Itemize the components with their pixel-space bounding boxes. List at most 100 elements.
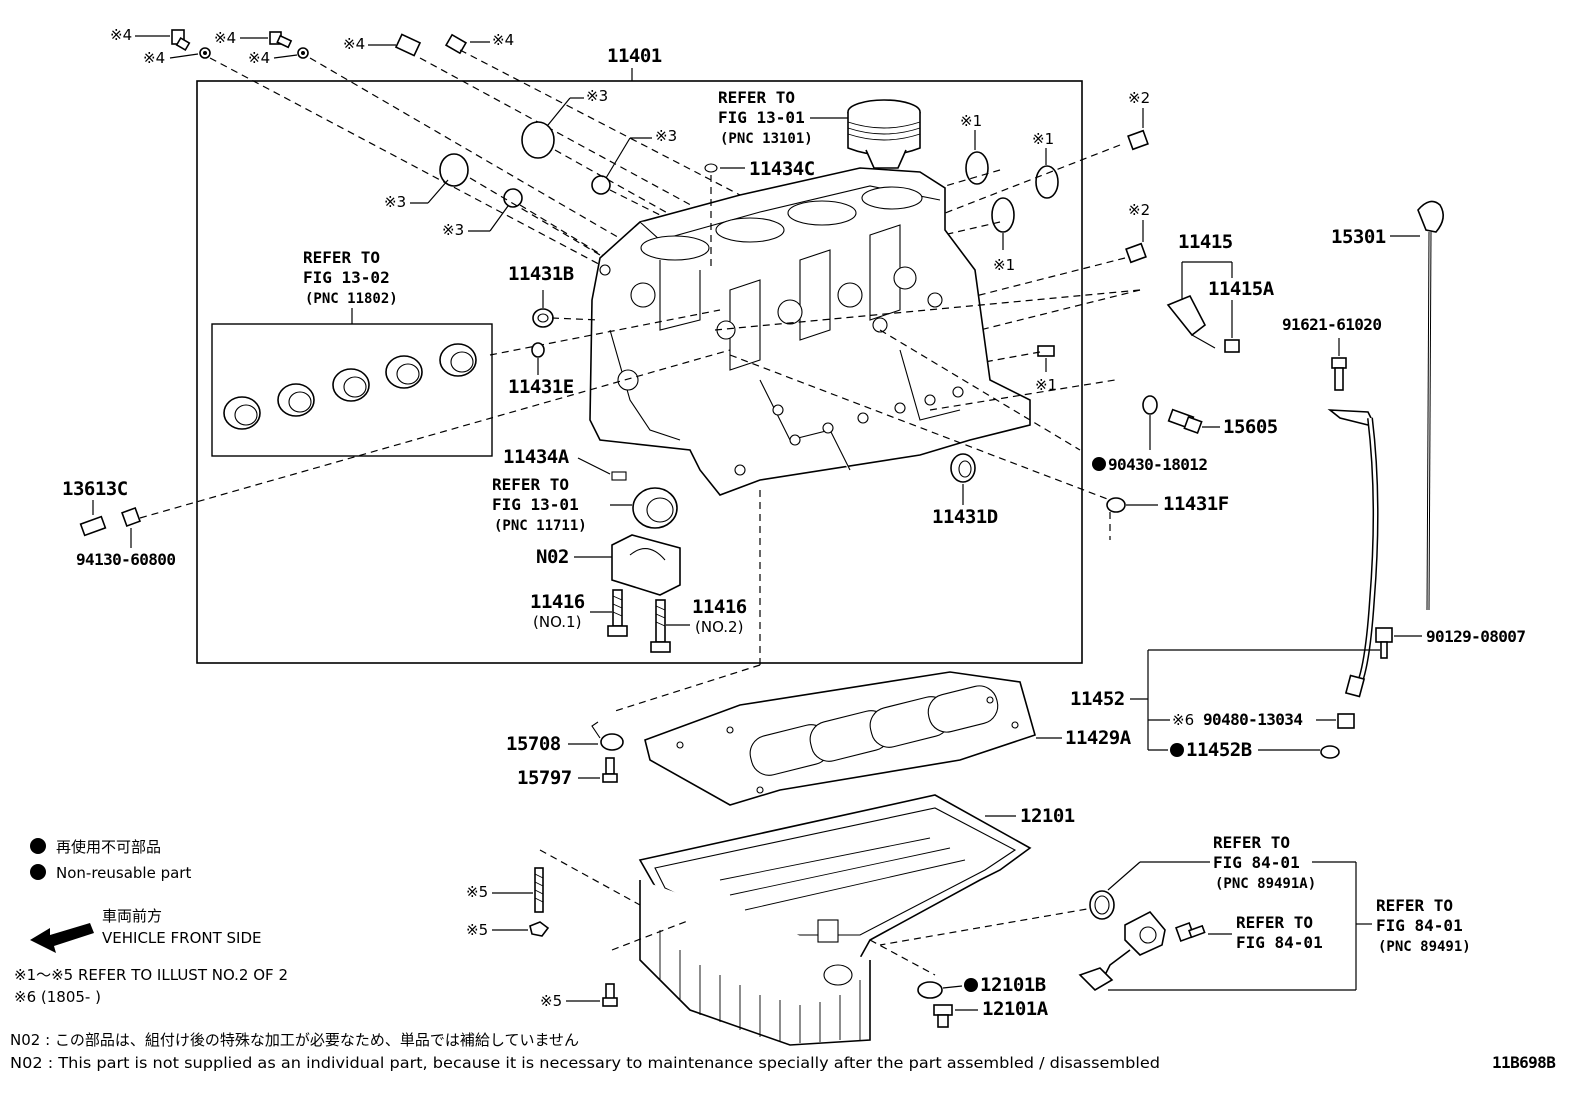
gasket-icon[interactable] xyxy=(1142,395,1158,415)
label-11452[interactable]: 11452 xyxy=(1070,688,1125,710)
expansion-plug-icon[interactable] xyxy=(991,197,1015,233)
mark-4: ※4 xyxy=(214,29,236,47)
dowel-pin-icon[interactable] xyxy=(704,163,718,173)
thrust-ref-line3: (PNC 11711) xyxy=(494,518,587,534)
expansion-plug-icon[interactable] xyxy=(521,121,555,159)
sensor-icon[interactable] xyxy=(394,33,422,57)
label-91621-61020[interactable]: 91621-61020 xyxy=(1282,315,1382,334)
bolt-icon[interactable] xyxy=(1331,357,1347,391)
label-11434A[interactable]: 11434A xyxy=(503,446,570,468)
plug-icon[interactable] xyxy=(531,342,545,358)
drain-plug-icon[interactable] xyxy=(933,1004,953,1028)
label-15708[interactable]: 15708 xyxy=(506,733,561,755)
mark-6: ※6 xyxy=(1172,711,1194,729)
nut-icon[interactable] xyxy=(121,507,141,527)
rear-oil-seal-icon[interactable] xyxy=(950,453,976,483)
ref84a-line3: (PNC 89491A) xyxy=(1215,876,1316,892)
plug-icon[interactable] xyxy=(1337,713,1355,729)
label-11431F[interactable]: 11431F xyxy=(1163,493,1229,515)
illustration-code: 11B698B xyxy=(1492,1053,1556,1072)
oil-pan-baffle-icon[interactable] xyxy=(644,671,1036,806)
label-94130-60800[interactable]: 94130-60800 xyxy=(76,550,176,569)
label-12101B[interactable]: 12101B xyxy=(980,974,1046,996)
label-15605[interactable]: 15605 xyxy=(1223,416,1278,438)
label-11416-no1[interactable]: 11416 xyxy=(530,591,585,613)
plugs-mark-1 xyxy=(965,151,1059,357)
label-12101[interactable]: 12101 xyxy=(1020,805,1075,827)
label-N02[interactable]: N02 xyxy=(536,546,569,568)
dowel-pin-icon[interactable] xyxy=(1037,345,1055,357)
cylinder-block-icon[interactable] xyxy=(589,167,1031,496)
bolt-icon[interactable] xyxy=(1175,922,1206,942)
mark-4: ※4 xyxy=(248,49,270,67)
mark-1: ※1 xyxy=(1035,376,1057,394)
cap-bolt-no1-icon[interactable] xyxy=(607,589,628,637)
label-11452B[interactable]: 11452B xyxy=(1186,739,1252,761)
label-11415A[interactable]: 11415A xyxy=(1208,278,1275,300)
legend-refer-illust: ※1～※5 REFER TO ILLUST NO.2 OF 2 xyxy=(14,966,288,984)
bearing-cap-icon[interactable] xyxy=(611,534,681,596)
thrust-ref-line2: FIG 13-01 xyxy=(492,495,579,514)
legend-n02-jp: N02 : この部品は、組付け後の特殊な加工が必要なため、単品では補給していませ… xyxy=(10,1031,579,1049)
cap-bolt-no2-icon[interactable] xyxy=(650,599,671,653)
piston-ref-line2: FIG 13-01 xyxy=(718,108,805,127)
label-11415[interactable]: 11415 xyxy=(1178,231,1233,253)
piston-icon[interactable] xyxy=(847,99,921,169)
ref84c-line1: REFER TO xyxy=(1376,896,1453,915)
dowel-pin-icon[interactable] xyxy=(611,471,627,481)
label-11431E[interactable]: 11431E xyxy=(508,376,574,398)
bolt-icon[interactable] xyxy=(1224,339,1240,353)
label-15797[interactable]: 15797 xyxy=(517,767,572,789)
legend-nonreusable-en: Non-reusable part xyxy=(56,864,191,882)
label-11431B[interactable]: 11431B xyxy=(508,263,574,285)
bolt-icon[interactable] xyxy=(602,757,618,783)
bolt-icon[interactable] xyxy=(1125,242,1147,264)
knock-sensor-icon[interactable] xyxy=(1166,294,1216,349)
expansion-plug-icon[interactable] xyxy=(503,188,523,208)
mark-2: ※2 xyxy=(1128,89,1150,107)
top-bolts-group xyxy=(171,29,468,59)
oil-pan-icon[interactable] xyxy=(638,794,1032,1046)
mark-4: ※4 xyxy=(343,35,365,53)
mark-3: ※3 xyxy=(655,127,677,145)
gasket-icon[interactable] xyxy=(917,981,943,999)
bolt-icon[interactable] xyxy=(1127,129,1149,151)
dipstick-guide-icon[interactable] xyxy=(1327,409,1379,698)
stud-icon[interactable] xyxy=(79,515,107,537)
label-11429A[interactable]: 11429A xyxy=(1065,727,1132,749)
label-11416-no1-sub: (NO.1) xyxy=(533,613,581,631)
label-11416-no2-sub: (NO.2) xyxy=(695,618,743,636)
label-11434C[interactable]: 11434C xyxy=(749,158,815,180)
expansion-plug-icon[interactable] xyxy=(965,151,989,185)
mark-4: ※4 xyxy=(143,49,165,67)
legend-nonreusable-jp: 再使用不可部品 xyxy=(56,838,161,856)
plugs-mark-3 xyxy=(439,121,611,208)
plug-icon[interactable] xyxy=(1106,497,1126,513)
mark-4: ※4 xyxy=(492,31,514,49)
o-ring-icon[interactable] xyxy=(1320,745,1340,759)
plug-icon[interactable] xyxy=(444,33,468,55)
label-11416-no2[interactable]: 11416 xyxy=(692,596,747,618)
expansion-plug-icon[interactable] xyxy=(1035,165,1059,199)
legend-front-en: VEHICLE FRONT SIDE xyxy=(102,929,262,947)
label-13613C[interactable]: 13613C xyxy=(62,478,128,500)
stud-icon[interactable] xyxy=(534,867,544,913)
thrust-bearing-icon[interactable] xyxy=(632,487,678,529)
oil-strainer-icon[interactable] xyxy=(1078,910,1166,992)
label-90480-13034[interactable]: 90480-13034 xyxy=(1203,710,1303,729)
expansion-plug-icon[interactable] xyxy=(591,175,611,195)
nut-icon[interactable] xyxy=(529,921,550,937)
label-15301[interactable]: 15301 xyxy=(1331,226,1386,248)
bolt-icon[interactable] xyxy=(1375,627,1393,643)
label-90430-18012[interactable]: 90430-18012 xyxy=(1108,455,1208,474)
ref84b-line1: REFER TO xyxy=(1236,913,1313,932)
label-11431D[interactable]: 11431D xyxy=(932,506,998,528)
label-11401[interactable]: 11401 xyxy=(607,45,662,67)
label-90129-08007[interactable]: 90129-08007 xyxy=(1426,627,1526,646)
dipstick-icon[interactable] xyxy=(1417,200,1444,611)
expansion-plug-icon[interactable] xyxy=(439,153,469,187)
oil-jet-icon[interactable] xyxy=(591,721,624,751)
label-12101A[interactable]: 12101A xyxy=(982,998,1049,1020)
bolt-icon[interactable] xyxy=(602,983,618,1007)
